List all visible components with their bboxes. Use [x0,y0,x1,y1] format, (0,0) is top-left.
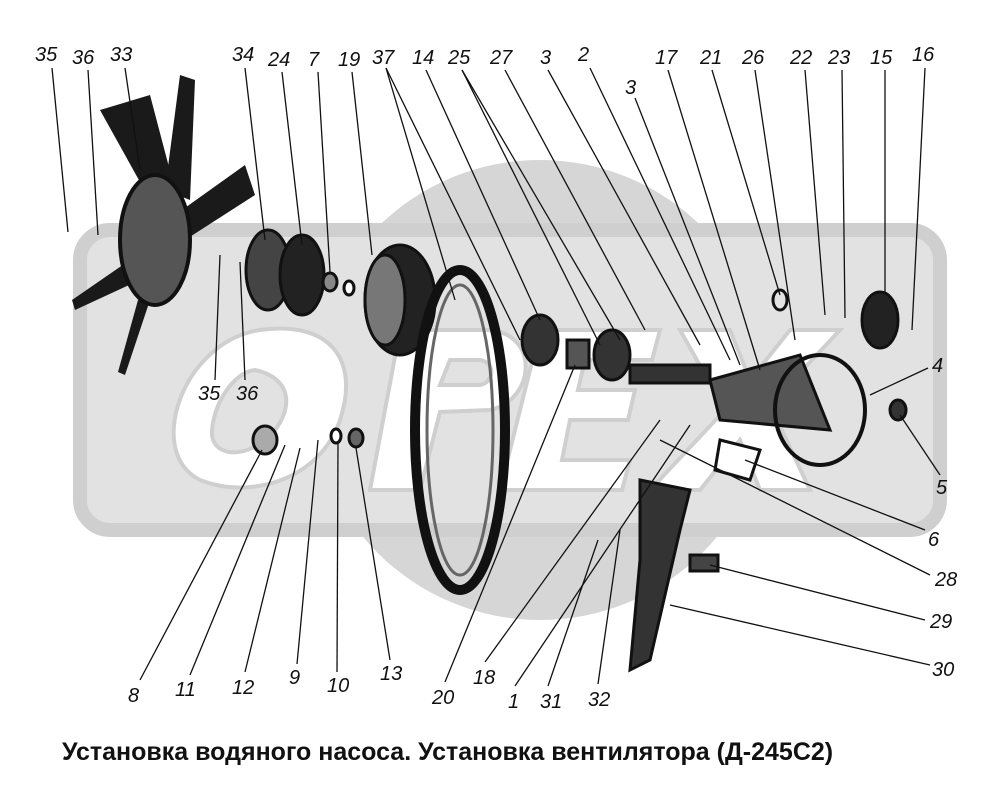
callout-7: 7 [308,49,320,71]
callout-29: 29 [930,611,953,633]
callout-35: 35 [35,44,58,66]
callout-28: 28 [935,569,958,591]
callout-20: 20 [432,687,455,709]
callout-12: 12 [232,677,255,699]
leader-lines [51,67,941,687]
callout-31: 31 [540,691,563,713]
callout-9: 9 [289,667,301,689]
diagram-title: Установка водяного насоса. Установка вен… [62,738,834,766]
callout-23: 23 [828,47,851,69]
callout-11: 11 [175,679,196,701]
callout-19: 19 [338,49,361,71]
callout-6: 6 [928,529,940,551]
callout-22: 22 [790,47,813,69]
callout-18: 18 [473,667,496,689]
callout-8: 8 [128,685,140,707]
callout-21: 21 [700,47,723,69]
callout-35b: 35 [198,383,221,405]
callout-17: 17 [655,47,678,69]
callout-3: 3 [540,47,552,69]
callout-2: 2 [578,44,590,66]
callout-3b: 3 [625,77,637,99]
callout-13: 13 [380,663,403,685]
callout-27: 27 [490,47,513,69]
fan [72,75,255,375]
callout-26: 26 [742,47,765,69]
callout-33: 33 [110,44,133,66]
callout-36b: 36 [236,383,259,405]
callout-30: 30 [932,659,955,681]
callout-37: 37 [372,47,395,69]
callout-10: 10 [327,675,350,697]
callout-24: 24 [268,49,291,71]
callout-34: 34 [232,44,255,66]
callout-16: 16 [912,44,935,66]
hub-and-pulleys [244,228,908,673]
callout-15: 15 [870,47,893,69]
callout-32: 32 [588,689,611,711]
callout-36: 36 [72,47,95,69]
callout-5: 5 [936,477,948,499]
callout-14: 14 [412,47,435,69]
callout-25: 25 [448,47,471,69]
callout-1: 1 [508,691,520,713]
callout-4: 4 [932,355,944,377]
